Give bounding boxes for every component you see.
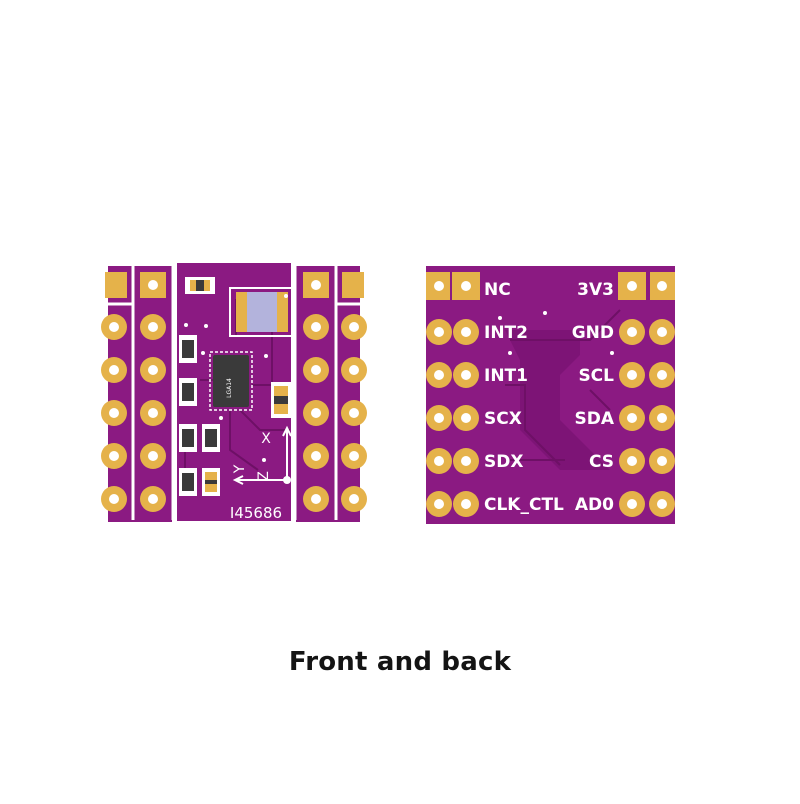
pin-label-gnd: GND: [572, 323, 614, 343]
pin-label-3v3: 3V3: [577, 280, 614, 300]
front-left-pads: [101, 272, 166, 512]
pin-label-int2: INT2: [484, 323, 528, 343]
pin-label-scl: SCL: [578, 366, 614, 386]
back-left-pads: [426, 272, 480, 517]
back-left-pin-labels: NC INT2 INT1 SCX SDX CLK_CTL: [484, 280, 564, 515]
pin-label-ad0: AD0: [575, 495, 614, 515]
back-right-pin-labels: 3V3 GND SCL SDA CS AD0: [572, 280, 615, 515]
oscillator-component: [229, 287, 295, 337]
pin-label-sdx: SDX: [484, 452, 523, 472]
front-right-pads: [303, 272, 367, 512]
front-vias: [184, 294, 288, 462]
axis-y-label: Y: [232, 464, 248, 474]
pin-label-clk-ctl: CLK_CTL: [484, 495, 564, 515]
pin-label-sda: SDA: [574, 409, 614, 429]
back-board: NC INT2 INT1 SCX SDX CLK_CTL 3V3 GND SCL…: [426, 266, 675, 524]
top-smd-resistor: [185, 277, 215, 294]
front-board: LGA14 X Y Z I45686: [101, 261, 367, 523]
back-traces: [505, 309, 621, 466]
front-part-label: I45686: [230, 504, 282, 522]
axis-x-label: X: [261, 431, 271, 447]
back-vias: [498, 311, 614, 372]
front-passives: [179, 335, 291, 496]
pin-label-nc: NC: [484, 280, 511, 300]
chip-marking: LGA14: [226, 378, 233, 398]
axis-z-label: Z: [256, 471, 272, 481]
pin-label-scx: SCX: [484, 409, 522, 429]
back-right-pads: [618, 272, 675, 517]
pin-label-cs: CS: [589, 452, 614, 472]
front-left-header-strip: [108, 266, 172, 522]
axis-markings: [232, 425, 292, 485]
pin-label-int1: INT1: [484, 366, 528, 386]
front-right-header-strip: [296, 266, 360, 522]
sensor-chip: LGA14: [209, 351, 253, 411]
caption-text: Front and back: [288, 647, 512, 677]
